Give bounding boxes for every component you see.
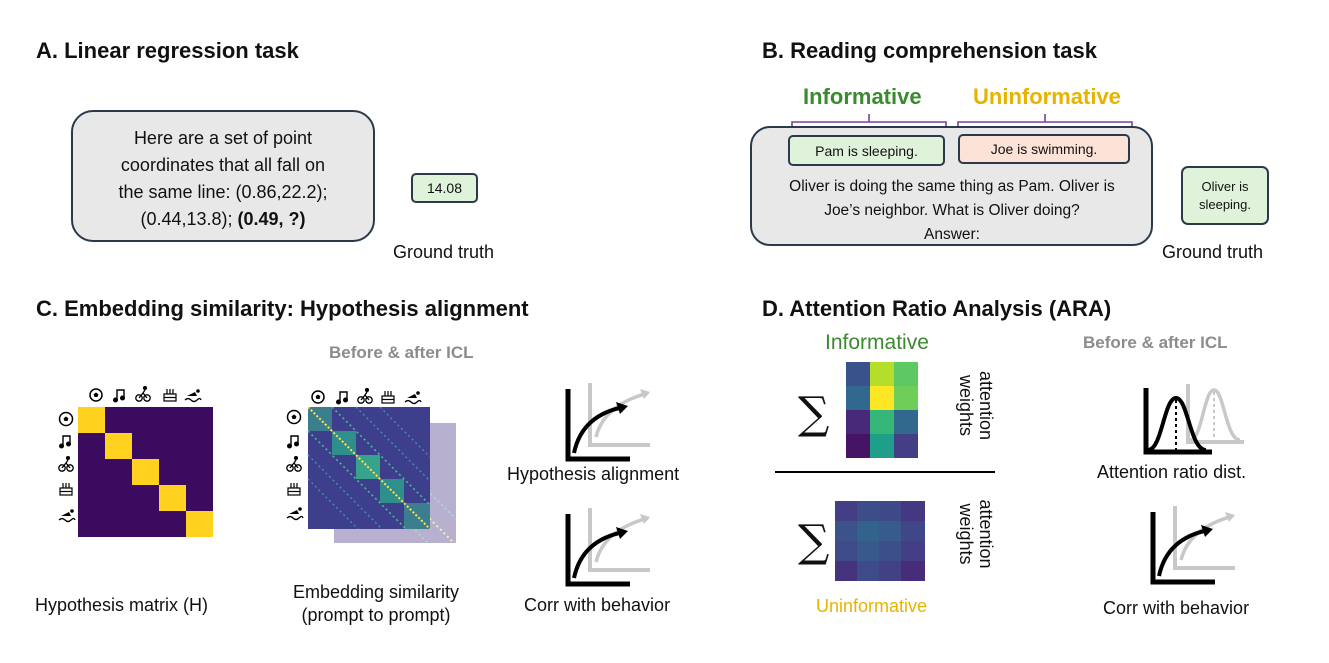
music-note-icon: [58, 435, 71, 449]
regression-answer-chip: 14.08: [411, 173, 478, 203]
cake-icon: [59, 483, 73, 496]
sum-symbol-informative: ∑: [798, 388, 830, 439]
hypothesis-alignment-label: Hypothesis alignment: [507, 464, 680, 484]
attention-ratio-label: Attention ratio dist.: [1097, 462, 1247, 482]
attention-label-line: weights: [956, 374, 976, 437]
cyclist-icon: [135, 385, 151, 402]
music-note-icon: [335, 391, 348, 405]
cyclist-icon: [58, 455, 74, 472]
divider-line: [775, 471, 995, 473]
corr-behavior-label-d: Corr with behavior: [1103, 598, 1250, 618]
uninformative-attention-heatmap: [835, 501, 925, 581]
embedding-matrix-before: [307, 406, 431, 530]
sum-symbol-uninformative: ∑: [798, 516, 830, 567]
informative-attention-heatmap: [846, 362, 918, 458]
uninformative-label-b: Uninformative: [973, 84, 1121, 109]
swimmer-icon: [184, 389, 202, 403]
music-note-icon: [286, 435, 299, 449]
informative-label-b: Informative: [803, 84, 922, 109]
prompt-line: coordinates that all fall on: [120, 155, 326, 175]
cake-icon: [381, 391, 395, 404]
embedding-label-line: (prompt to prompt): [301, 605, 451, 625]
matrix-diagonal-cell: [78, 407, 105, 433]
embedding-similarity-matrix: [286, 387, 457, 543]
ground-truth-label-a: Ground truth: [393, 242, 495, 262]
answer-line: Oliver is: [1201, 178, 1249, 194]
attention-label-line: attention: [976, 499, 996, 569]
matrix-diagonal-cell: [186, 511, 213, 537]
prompt-line: the same line: (0.86,22.2);: [118, 182, 328, 202]
corr-behavior-curve-icon-c: [565, 508, 650, 587]
reading-answer-chip: Oliver is sleeping.: [1181, 166, 1269, 225]
embedding-similarity-label: Embedding similarity (prompt to prompt): [270, 581, 482, 627]
hypothesis-matrix: [58, 385, 213, 537]
swimmer-icon: [286, 507, 304, 521]
uninformative-sentence-chip: Joe is swimming.: [958, 134, 1130, 164]
cake-icon: [287, 483, 301, 496]
prompt-query: (0.49, ?): [237, 209, 306, 229]
attention-weights-label-uninformative: attention weights: [956, 484, 996, 584]
embedding-label-line: Embedding similarity: [292, 582, 460, 602]
before-after-label-d: Before & after ICL: [1083, 333, 1228, 352]
cake-icon: [163, 389, 177, 402]
attention-weights-label-informative: attention weights: [956, 358, 996, 453]
before-after-label-c: Before & after ICL: [329, 343, 474, 362]
soccer-ball-icon: [58, 411, 74, 427]
informative-label-d: Informative: [825, 331, 929, 354]
uninformative-label-d: Uninformative: [816, 596, 928, 616]
prompt-line: Here are a set of point: [133, 128, 313, 148]
answer-line: sleeping.: [1198, 196, 1252, 212]
attention-label-line: weights: [956, 503, 976, 565]
hypothesis-matrix-label: Hypothesis matrix (H): [35, 595, 209, 615]
reading-question: Oliver is doing the same thing as Pam. O…: [752, 175, 1152, 247]
matrix-diagonal-cell: [159, 485, 186, 511]
question-line: Joe’s neighbor. What is Oliver doing?: [824, 202, 1080, 219]
cyclist-icon: [357, 387, 373, 404]
panel-c-title: C. Embedding similarity: Hypothesis alig…: [36, 296, 529, 321]
corr-behavior-label-c: Corr with behavior: [524, 595, 671, 615]
prompt-line: (0.44,13.8); (0.49, ?): [73, 206, 373, 233]
cyclist-icon: [286, 455, 302, 472]
regression-prompt-box: Here are a set of point coordinates that…: [71, 110, 375, 242]
panel-b-title: B. Reading comprehension task: [762, 38, 1097, 63]
swimmer-icon: [404, 391, 422, 405]
hypothesis-alignment-curve-icon: [565, 383, 650, 462]
ground-truth-label-b: Ground truth: [1162, 242, 1264, 262]
music-note-icon: [112, 389, 125, 403]
swimmer-icon: [58, 509, 76, 523]
regression-prompt-text: Here are a set of point coordinates that…: [73, 112, 373, 233]
attention-ratio-distribution-icon: [1143, 384, 1244, 455]
matrix-diagonal-cell: [132, 459, 159, 485]
question-line: Oliver is doing the same thing as Pam. O…: [789, 178, 1115, 195]
prompt-plain: (0.44,13.8);: [140, 209, 238, 229]
question-line: Answer:: [924, 226, 980, 243]
panel-a-title: A. Linear regression task: [36, 38, 299, 63]
informative-sentence-chip: Pam is sleeping.: [788, 135, 945, 166]
attention-label-line: attention: [976, 370, 996, 441]
panel-d-title: D. Attention Ratio Analysis (ARA): [762, 296, 1112, 321]
corr-behavior-curve-icon-d: [1150, 506, 1235, 585]
soccer-ball-icon: [311, 390, 325, 404]
soccer-ball-icon: [89, 388, 103, 402]
soccer-ball-icon: [286, 409, 302, 425]
matrix-diagonal-cell: [105, 433, 132, 459]
